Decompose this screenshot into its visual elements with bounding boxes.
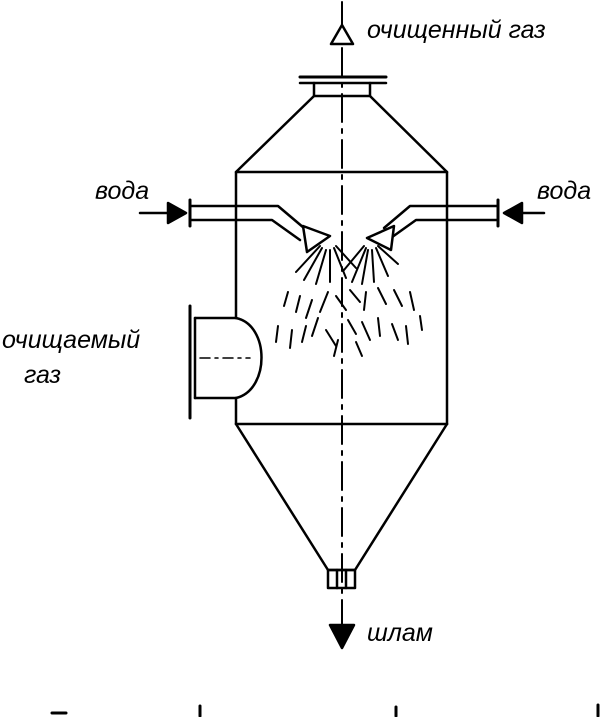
clean-gas-label: очищенный газ xyxy=(367,16,546,44)
water-arrow-right xyxy=(502,201,546,225)
sludge-label: шлам xyxy=(367,619,433,647)
water-arrow-left xyxy=(138,201,188,225)
water-spray xyxy=(275,245,423,357)
water-inlet-left-label: вода xyxy=(95,177,150,205)
gas-inlet xyxy=(188,304,263,420)
bottom-edge-marks xyxy=(50,703,600,718)
clean-gas-arrow xyxy=(329,23,355,46)
gas-inlet-label-line1: очищаемый xyxy=(2,326,141,354)
water-pipe-left xyxy=(188,198,332,254)
top-outlet-nozzle xyxy=(298,75,388,98)
sludge-outlet xyxy=(326,568,357,590)
sludge-arrow xyxy=(328,623,356,650)
water-pipe-right xyxy=(365,198,500,252)
water-inlet-right-label: вода xyxy=(537,177,592,205)
gas-inlet-label-line2: газ xyxy=(24,361,62,389)
